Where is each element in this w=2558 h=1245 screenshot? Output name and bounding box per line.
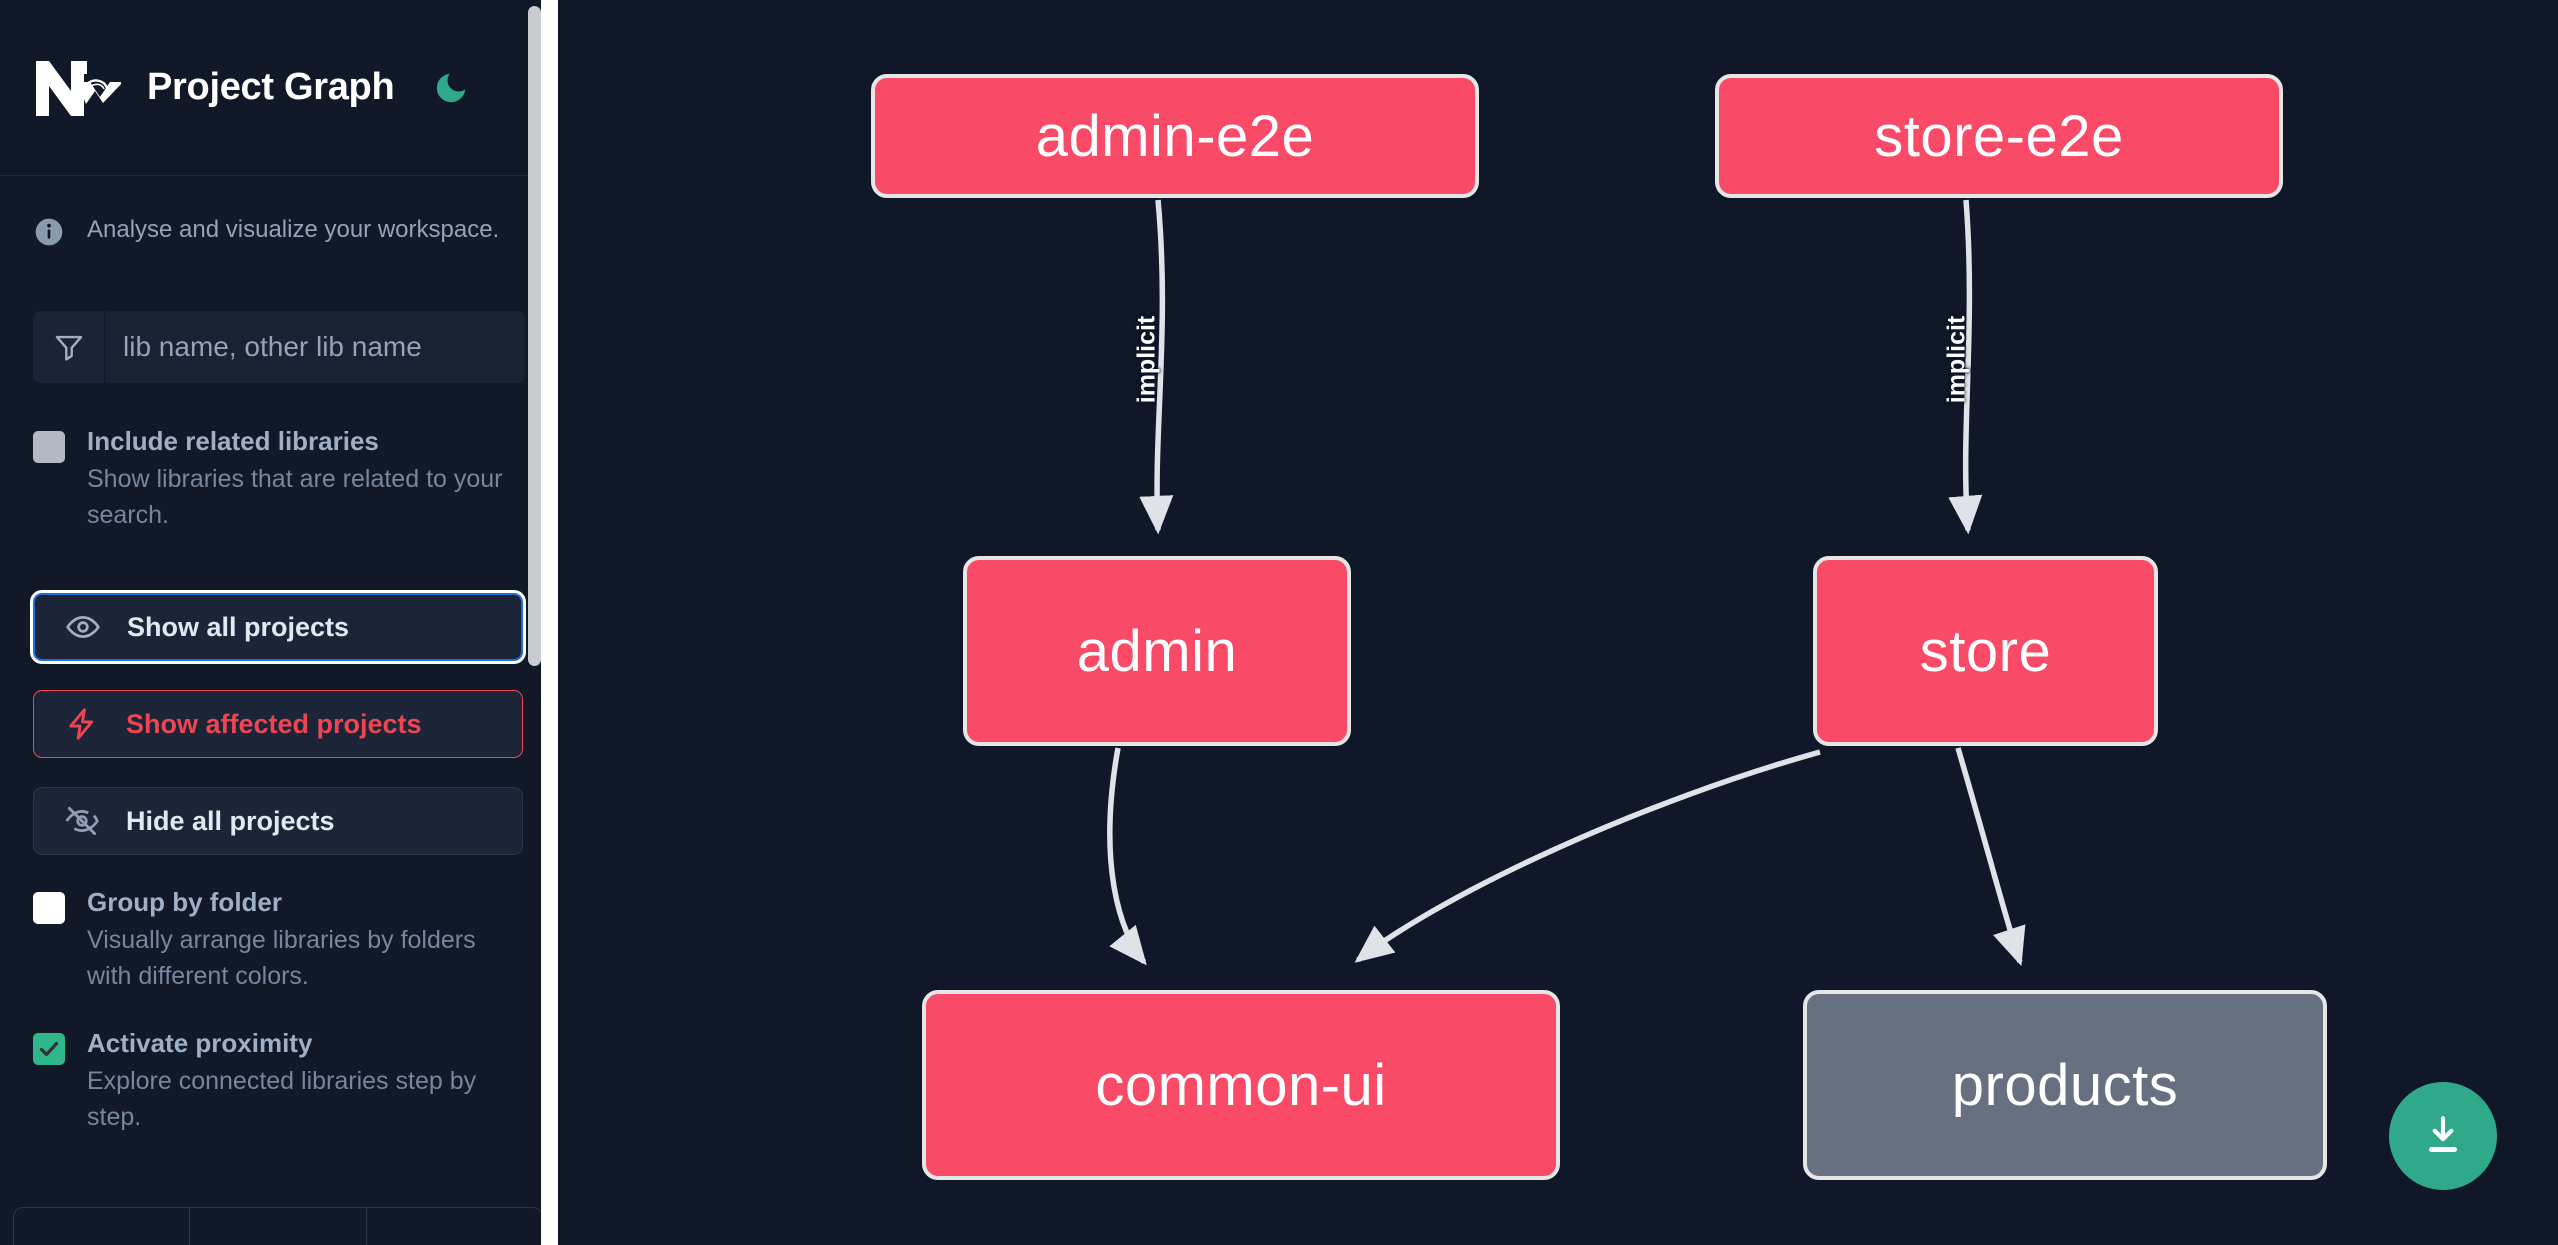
checkbox-include-related-libraries[interactable] [33, 431, 65, 463]
page-title: Project Graph [147, 66, 395, 108]
filter-funnel-icon [33, 311, 105, 383]
workspace-note: Analyse and visualize your workspace. [0, 176, 558, 248]
node-label: admin-e2e [1035, 103, 1315, 169]
scrollbar-thumb[interactable] [528, 6, 541, 666]
graph-node-store-e2e[interactable]: store-e2e [1715, 74, 2283, 198]
edge-label-store-implicit: implicit [1942, 315, 1971, 404]
edge-label-admin-implicit: implicit [1132, 315, 1161, 404]
graph-node-store[interactable]: store [1813, 556, 2158, 746]
nx-logo-icon [33, 58, 123, 118]
lightning-bolt-icon [62, 704, 102, 744]
edge-admin-common-ui [1107, 747, 1147, 966]
option-include-related-libraries[interactable]: Include related libraries Show libraries… [0, 425, 558, 533]
node-label: admin [1076, 618, 1238, 684]
eye-off-icon [62, 801, 102, 841]
show-affected-projects-button[interactable]: Show affected projects [33, 690, 523, 758]
hide-all-projects-label: Hide all projects [126, 805, 335, 836]
moon-icon[interactable] [428, 65, 474, 111]
edge-store-e2e-store [1948, 199, 1983, 535]
node-label: store [1919, 618, 2052, 684]
checkbox-group-by-folder[interactable] [33, 892, 65, 924]
graph-node-products[interactable]: products [1803, 990, 2327, 1180]
show-all-projects-label: Show all projects [127, 611, 350, 642]
edge-admin-e2e-admin [1139, 199, 1174, 535]
option-label: Group by folder [87, 887, 282, 917]
node-label: store-e2e [1874, 103, 2124, 169]
segment-1[interactable] [14, 1208, 191, 1245]
graph-action-buttons: Show all projects Show affected projects [33, 593, 525, 855]
workspace-note-text: Analyse and visualize your workspace. [87, 216, 500, 243]
download-icon [2429, 1116, 2457, 1153]
segment-3[interactable] [366, 1208, 542, 1245]
segment-2[interactable] [190, 1208, 367, 1245]
node-label: common-ui [1095, 1052, 1387, 1118]
sidebar-scrollbar[interactable] [528, 0, 541, 1245]
search-bar [33, 311, 525, 383]
graph-edges [1107, 199, 2026, 967]
download-image-button[interactable] [2389, 1082, 2497, 1190]
option-description: Visually arrange libraries by folders wi… [87, 925, 476, 990]
show-all-projects-button[interactable]: Show all projects [33, 593, 523, 661]
bottom-segmented-control[interactable] [13, 1207, 543, 1245]
option-activate-proximity[interactable]: Activate proximity Explore connected lib… [0, 1027, 558, 1135]
sidebar-edge [541, 0, 558, 1245]
hide-all-projects-button[interactable]: Hide all projects [33, 787, 523, 855]
info-circle-icon [33, 216, 65, 248]
option-description: Explore connected libraries step by step… [87, 1066, 477, 1131]
option-group-by-folder[interactable]: Group by folder Visually arrange librari… [0, 886, 558, 994]
search-input[interactable] [105, 311, 525, 383]
graph-node-common-ui[interactable]: common-ui [922, 990, 1560, 1180]
node-label: products [1951, 1052, 2179, 1118]
eye-icon [63, 607, 103, 647]
sidebar-header: Project Graph [0, 0, 558, 176]
graph-node-admin-e2e[interactable]: admin-e2e [871, 74, 1479, 198]
sidebar: Project Graph Analyse and visualize your… [0, 0, 558, 1245]
graph-node-admin[interactable]: admin [963, 556, 1351, 746]
show-affected-projects-label: Show affected projects [126, 708, 422, 739]
checkbox-activate-proximity[interactable] [33, 1033, 65, 1065]
option-label: Activate proximity [87, 1028, 313, 1058]
option-description: Show libraries that are related to your … [87, 464, 503, 529]
edge-store-common-ui [1354, 749, 1821, 963]
option-label: Include related libraries [87, 426, 379, 456]
edge-store-products [1955, 747, 2026, 967]
graph-canvas[interactable]: admin-e2e store-e2e admin store common-u… [558, 0, 2558, 1245]
